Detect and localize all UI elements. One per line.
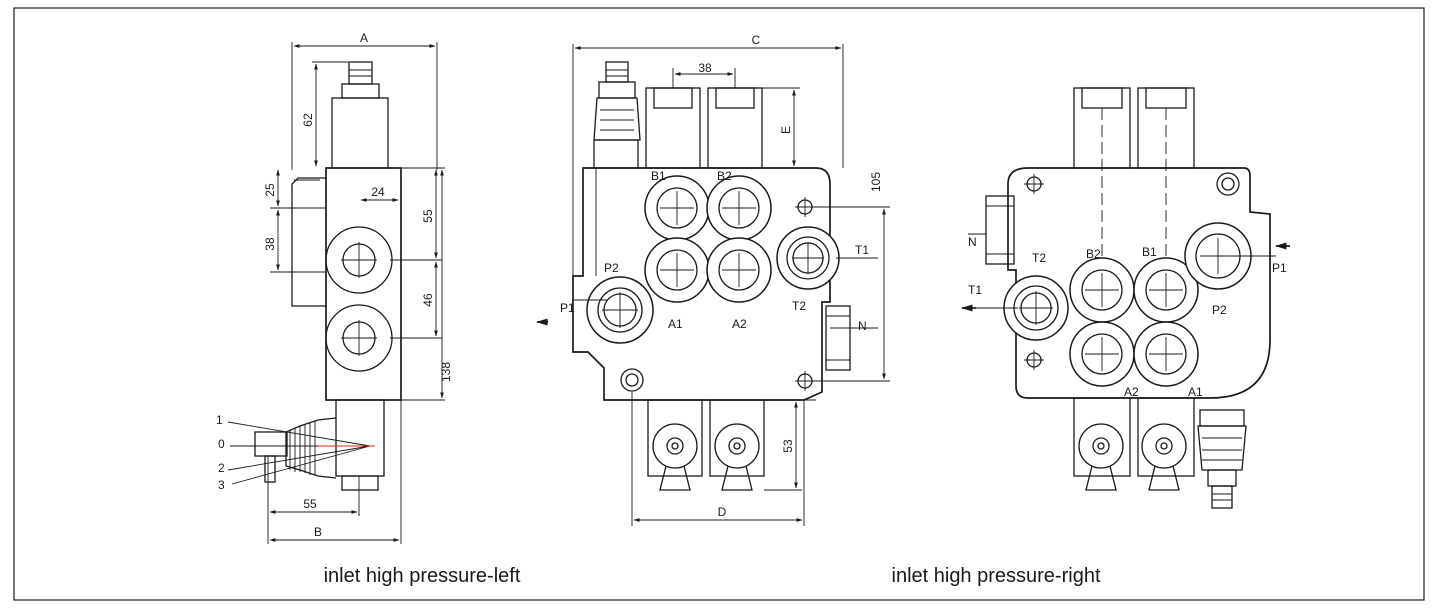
dim-D: D: [718, 505, 727, 519]
dim-A: A: [360, 31, 368, 45]
rear-port-T1: T1: [968, 283, 982, 297]
dim-C: C: [752, 33, 761, 47]
caption-left: inlet high pressure-left: [324, 565, 521, 587]
lever-pos-2: 2: [218, 461, 225, 475]
rear-port-N: N: [968, 235, 977, 249]
dim-53: 53: [781, 439, 795, 453]
front-port-B1: B1: [651, 169, 666, 183]
lever-pos-3: 3: [218, 478, 225, 492]
front-port-A2: A2: [732, 317, 747, 331]
dim-46: 46: [421, 293, 435, 307]
rear-port-A2: A2: [1124, 385, 1139, 399]
dim-E: E: [779, 126, 793, 134]
lever-pos-0: 0: [218, 437, 225, 451]
front-port-group: [586, 175, 840, 344]
rear-port-B1: B1: [1142, 245, 1157, 259]
rear-view: N T2 B2 B1 T1 P1 P2 A2 A1: [960, 87, 1290, 509]
dim-24: 24: [371, 185, 385, 199]
rear-port-P2: P2: [1212, 303, 1227, 317]
dim-38-top: 38: [698, 61, 712, 75]
lever-pos-1: 1: [216, 413, 223, 427]
rear-port-A1: A1: [1188, 385, 1203, 399]
rear-port-T2: T2: [1032, 251, 1046, 265]
dim-62: 62: [301, 113, 315, 127]
side-view: 1 0 2 3 A 62 25 38 24 55 46 138 55: [216, 31, 453, 544]
dim-55: 55: [421, 209, 435, 223]
front-port-P2: P2: [604, 261, 619, 275]
caption-right: inlet high pressure-right: [892, 565, 1101, 587]
outer-border: [13, 7, 1425, 601]
dim-138: 138: [439, 362, 453, 382]
front-port-A1: A1: [668, 317, 683, 331]
front-port-T2: T2: [792, 299, 806, 313]
front-view: B1 B2 P2 P1 A1 A2 T1 T2 N C 38 E 105 53: [535, 33, 890, 526]
dim-55-bottom: 55: [303, 497, 317, 511]
front-port-P1: P1: [560, 301, 575, 315]
rear-port-group: [1003, 222, 1252, 387]
dim-105: 105: [869, 172, 883, 192]
dim-25: 25: [263, 183, 277, 197]
dim-38: 38: [263, 237, 277, 251]
dim-B: B: [314, 525, 322, 539]
front-port-T1: T1: [855, 243, 869, 257]
rear-port-P1: P1: [1272, 261, 1287, 275]
front-port-B2: B2: [717, 169, 732, 183]
front-port-N: N: [858, 319, 867, 333]
rear-port-B2: B2: [1086, 247, 1101, 261]
